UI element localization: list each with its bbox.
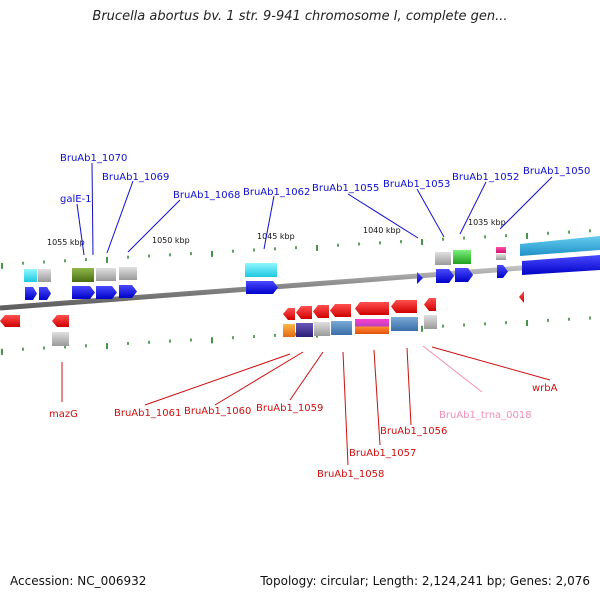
gene-label[interactable]: BruAb1_1062 bbox=[243, 187, 310, 198]
map-title: Brucella abortus bv. 1 str. 9-941 chromo… bbox=[92, 9, 508, 24]
feature-box[interactable] bbox=[296, 323, 313, 337]
gene-arrow-forward[interactable] bbox=[417, 272, 423, 284]
chromosome-backbone bbox=[0, 259, 600, 311]
gene-arrow-reverse[interactable] bbox=[519, 291, 524, 303]
top-callout-lines bbox=[76, 162, 553, 256]
gene-arrow-forward[interactable] bbox=[96, 286, 117, 299]
feature-box[interactable] bbox=[424, 315, 437, 329]
gene-label[interactable]: BruAb1_1068 bbox=[173, 190, 240, 201]
gene-arrow-forward[interactable] bbox=[39, 287, 51, 300]
gene-label[interactable]: BruAb1_1060 bbox=[184, 406, 251, 417]
gene-label[interactable]: BruAb1_1053 bbox=[383, 179, 450, 190]
feature-box[interactable] bbox=[314, 322, 330, 336]
gene-label[interactable]: BruAb1_1050 bbox=[523, 166, 590, 177]
reverse-genes bbox=[0, 291, 524, 327]
gene-label[interactable]: BruAb1_1070 bbox=[60, 153, 127, 164]
gene-label[interactable]: galE-1 bbox=[60, 194, 92, 205]
feature-box[interactable] bbox=[52, 332, 69, 346]
feature-box[interactable] bbox=[96, 268, 116, 281]
gene-arrow-reverse[interactable] bbox=[330, 304, 351, 317]
trna-callout-line bbox=[422, 345, 483, 393]
feature-box[interactable] bbox=[496, 254, 506, 260]
kbp-label: 1045 kbp bbox=[257, 232, 295, 241]
feature-box[interactable] bbox=[24, 269, 37, 282]
gene-label[interactable]: BruAb1_1057 bbox=[349, 448, 416, 459]
feature-box[interactable] bbox=[355, 319, 389, 334]
gene-arrow-reverse[interactable] bbox=[296, 306, 312, 319]
gene-arrow-reverse[interactable] bbox=[0, 315, 20, 327]
gene-arrow-forward[interactable] bbox=[72, 286, 95, 299]
gene-arrow-reverse[interactable] bbox=[313, 305, 329, 318]
gene-label[interactable]: BruAb1_1052 bbox=[452, 172, 519, 183]
kbp-label: 1055 kbp bbox=[47, 238, 85, 247]
feature-box[interactable] bbox=[496, 247, 506, 253]
bottom-callout-lines bbox=[61, 346, 551, 466]
accession-text: Accession: NC_006932 bbox=[10, 574, 147, 588]
kbp-label: 1035 kbp bbox=[468, 218, 506, 227]
gene-arrow-forward[interactable] bbox=[119, 285, 137, 298]
gene-label[interactable]: BruAb1_1056 bbox=[380, 426, 447, 437]
gene-arrow-forward[interactable] bbox=[246, 281, 278, 294]
gene-arrow-forward[interactable] bbox=[455, 268, 473, 282]
feature-box[interactable] bbox=[119, 267, 137, 280]
gene-arrow-reverse[interactable] bbox=[424, 298, 436, 311]
gene-label[interactable]: mazG bbox=[49, 409, 78, 420]
kbp-label: 1040 kbp bbox=[363, 226, 401, 235]
genome-stats-text: Topology: circular; Length: 2,124,241 bp… bbox=[260, 574, 590, 588]
feature-box[interactable] bbox=[38, 269, 51, 282]
reverse-features bbox=[52, 315, 437, 346]
gene-arrow-forward[interactable] bbox=[436, 269, 454, 283]
gene-arrow-reverse[interactable] bbox=[52, 315, 69, 327]
top-gene-labels: BruAb1_1070 galE-1 BruAb1_1069 BruAb1_10… bbox=[60, 153, 590, 205]
forward-features bbox=[24, 236, 600, 282]
gene-arrow-reverse[interactable] bbox=[355, 302, 389, 315]
gene-arrow-forward[interactable] bbox=[25, 287, 37, 300]
feature-box[interactable] bbox=[72, 268, 94, 282]
gene-arrow-forward[interactable] bbox=[522, 255, 600, 275]
gene-label[interactable]: BruAb1_1059 bbox=[256, 403, 323, 414]
gene-arrow-forward[interactable] bbox=[497, 265, 508, 278]
kbp-label: 1050 kbp bbox=[152, 236, 190, 245]
gene-arrow-reverse[interactable] bbox=[391, 300, 417, 313]
feature-box[interactable] bbox=[435, 252, 451, 265]
gene-label[interactable]: BruAb1_1069 bbox=[102, 172, 169, 183]
feature-box[interactable] bbox=[283, 324, 295, 337]
gene-arrow-reverse[interactable] bbox=[283, 308, 295, 320]
feature-box[interactable] bbox=[453, 250, 471, 264]
gene-label[interactable]: BruAb1_1058 bbox=[317, 469, 384, 480]
bottom-gene-labels: mazG BruAb1_1061 BruAb1_1060 BruAb1_1059… bbox=[49, 383, 558, 480]
gene-label[interactable]: BruAb1_1055 bbox=[312, 183, 379, 194]
gene-label[interactable]: BruAb1_1061 bbox=[114, 408, 181, 419]
forward-genes bbox=[25, 255, 600, 300]
feature-box[interactable] bbox=[391, 317, 418, 331]
feature-box[interactable] bbox=[331, 321, 352, 335]
gene-label[interactable]: BruAb1_trna_0018 bbox=[439, 410, 532, 421]
gene-label[interactable]: wrbA bbox=[532, 383, 558, 394]
feature-box[interactable] bbox=[245, 263, 277, 277]
feature-box[interactable] bbox=[520, 236, 600, 256]
